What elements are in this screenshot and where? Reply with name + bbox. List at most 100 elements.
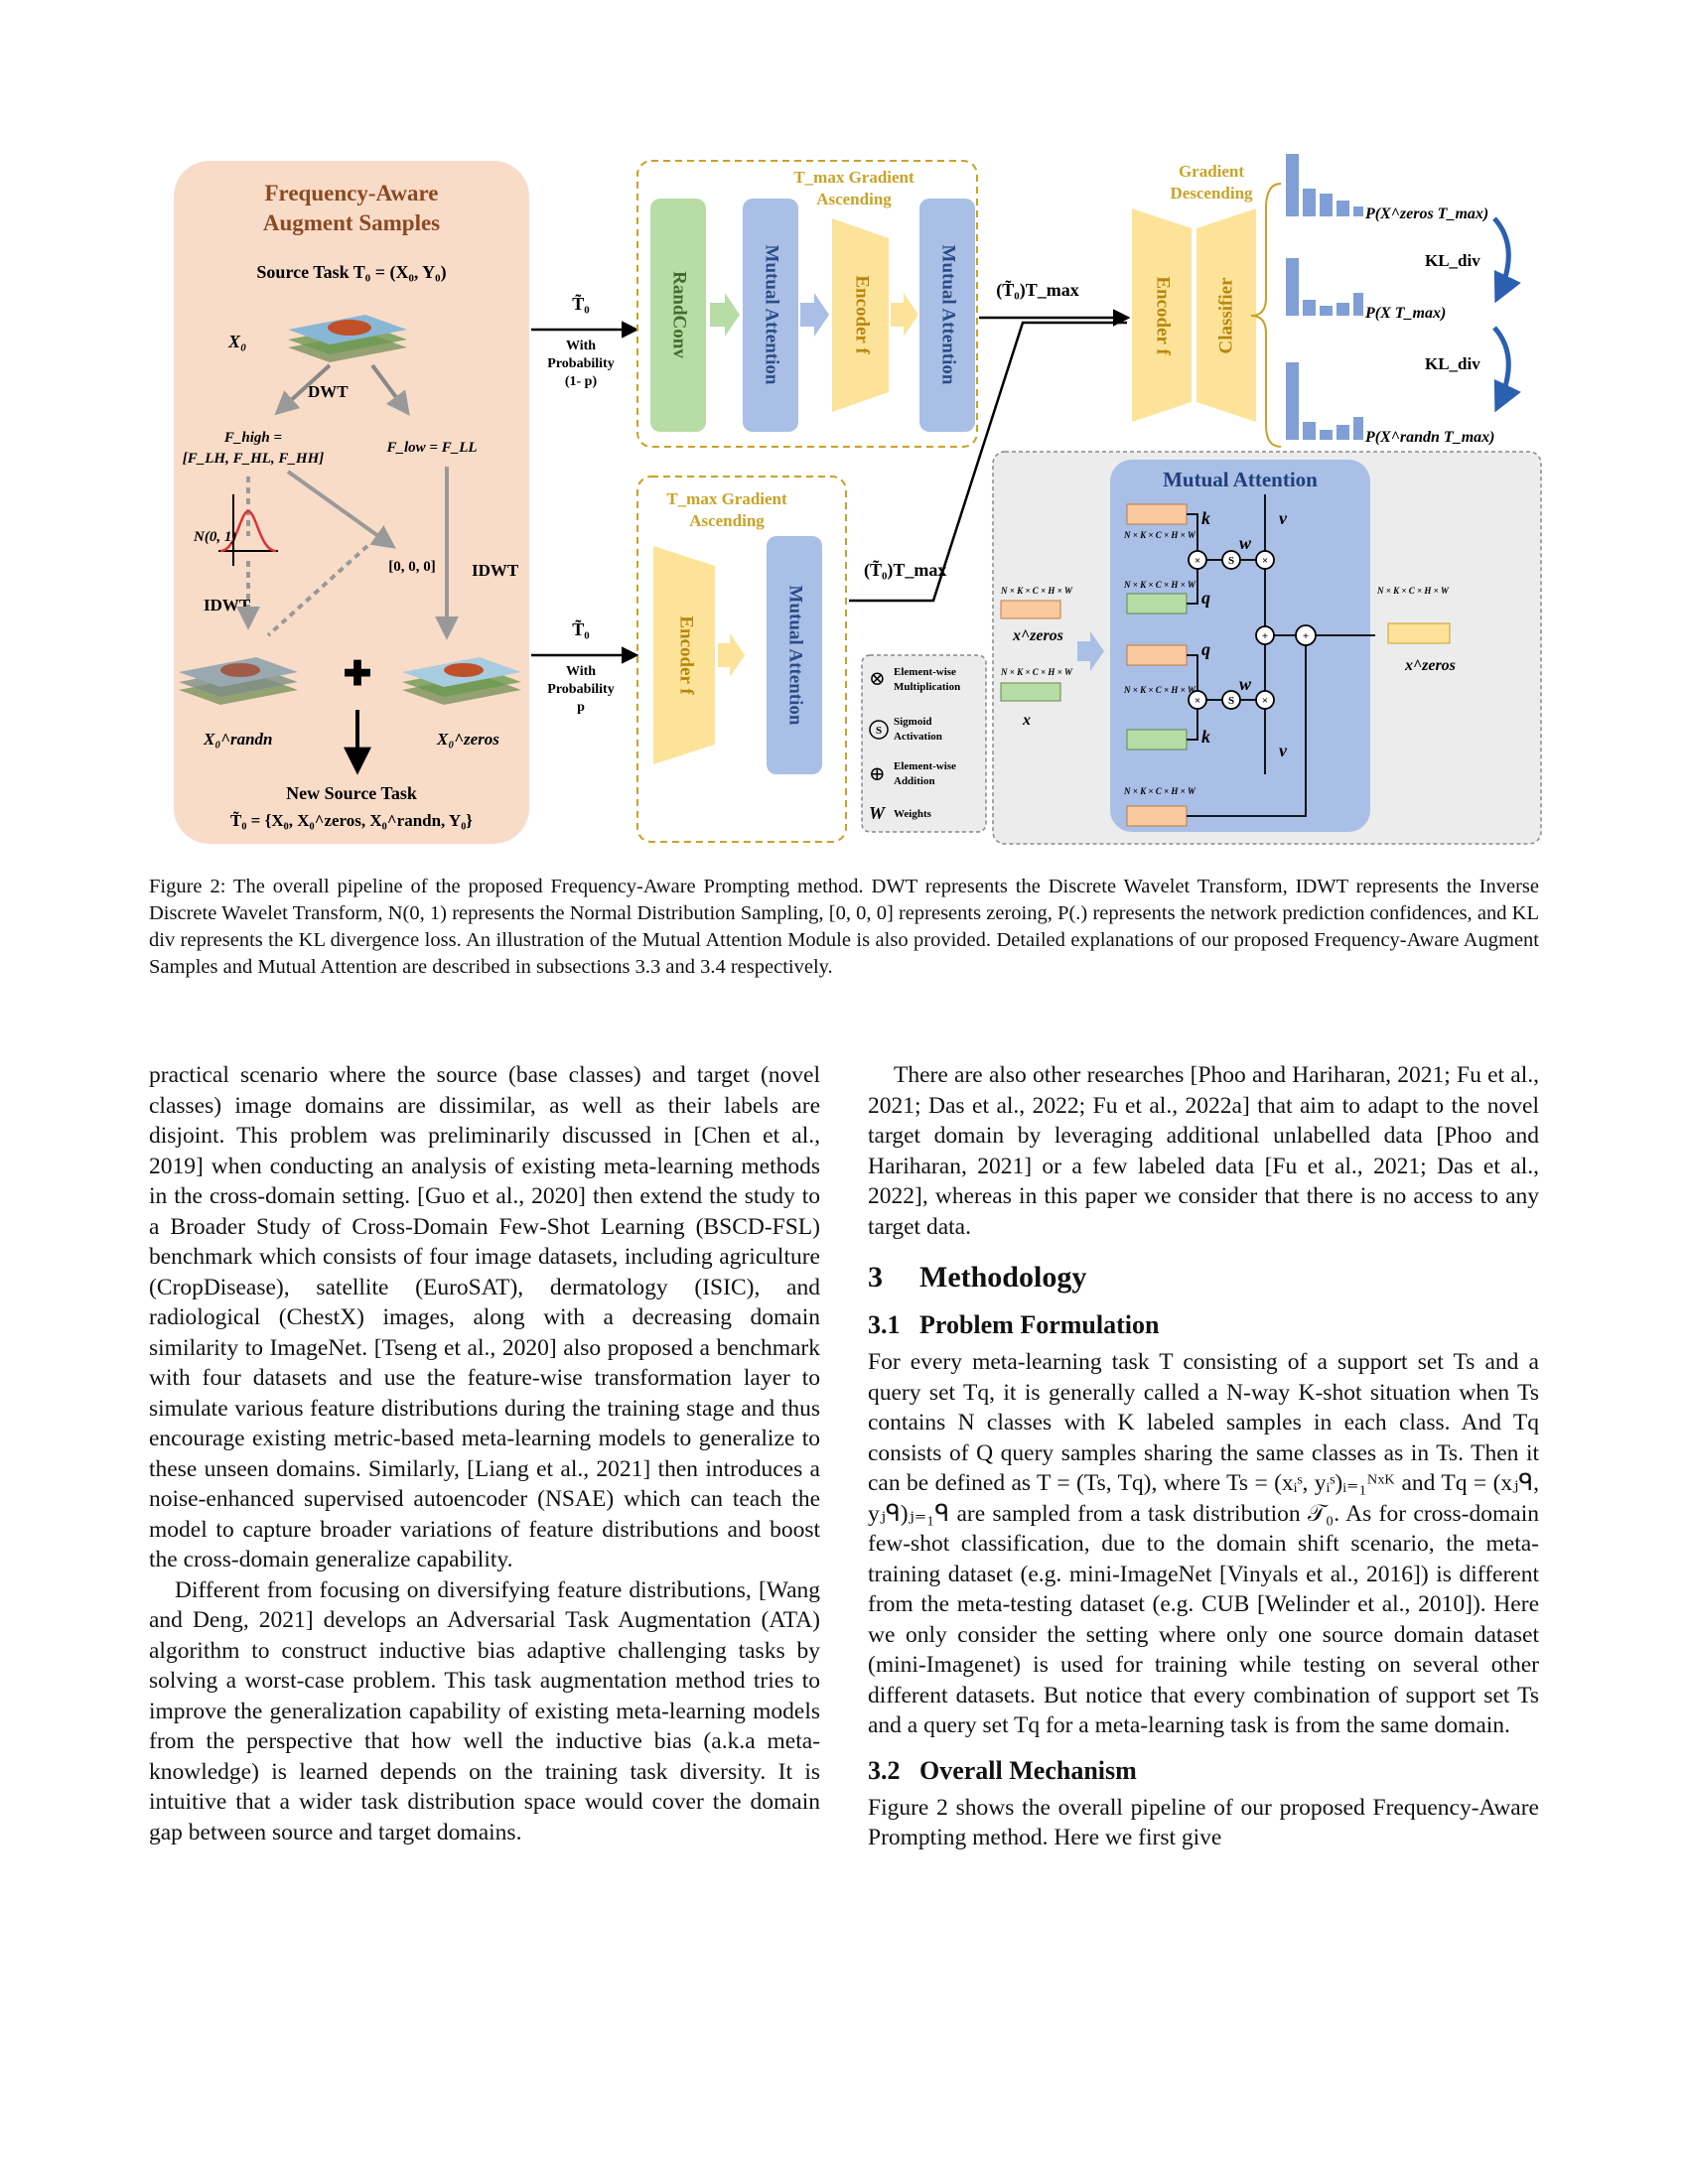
svg-text:×: × <box>1195 555 1200 567</box>
x-input-block <box>1000 682 1061 702</box>
tmax-top-box <box>636 160 978 448</box>
left-paragraph-2: Different from focusing on diversifying … <box>149 1576 820 1845</box>
output-label: x^zeros <box>1404 657 1456 674</box>
classifier-label: Classifier <box>1215 277 1236 354</box>
mutual-attention-block-1 <box>743 199 798 432</box>
k2-block <box>1126 729 1188 751</box>
mutual-attention-label-3: Mutual Attention <box>785 586 806 726</box>
with-bottom: With <box>566 664 596 679</box>
legend-box <box>861 654 987 833</box>
tmax-top-1: T_max Gradient <box>793 168 914 187</box>
svg-text:×: × <box>1262 555 1268 567</box>
k-label: k <box>1201 508 1210 528</box>
dwt-label: DWT <box>308 382 349 401</box>
f-low-label: F_low = F_LL <box>385 440 477 456</box>
legend-w: Weights <box>894 808 932 820</box>
with-top: With <box>566 339 596 353</box>
right-paragraph-1: There are also other researches [Phoo an… <box>868 1062 1539 1240</box>
zeroing-label: [0, 0, 0] <box>388 559 436 575</box>
right-column: There are also other researches [Phoo an… <box>868 1060 1539 1853</box>
f-high-label-1: F_high = <box>223 430 282 446</box>
probability-top: Probability <box>547 356 614 371</box>
mutual-attention-block-3 <box>767 536 822 774</box>
pipeline-diagram: Frequency-Aware Augment Samples Source T… <box>174 154 1542 845</box>
mutual-attention-label-2: Mutual Attention <box>938 245 959 385</box>
dim-q: N × K × C × H × W <box>1123 580 1196 590</box>
dim-k: N × K × C × H × W <box>1123 530 1196 540</box>
kl-div-label-1: KL_div <box>1425 251 1480 270</box>
plus-icon: ✚ <box>344 656 372 693</box>
new-source-label-2: T̃₀ = {X₀, X₀^zeros, X₀^randn, Y₀} <box>230 810 473 830</box>
legend-sig-2: Activation <box>894 731 942 743</box>
svg-text:S: S <box>876 725 882 737</box>
q2-label: q <box>1201 639 1210 659</box>
legend-add-1: Element-wise <box>894 760 956 772</box>
x0-randn-label: X₀^randn <box>203 730 272 749</box>
left-paragraph-1: practical scenario where the source (bas… <box>149 1062 820 1572</box>
normal-label: N(0, 1) <box>193 529 236 545</box>
v2-label: v <box>1279 741 1288 760</box>
idwt-label-left: IDWT <box>204 596 251 614</box>
legend-sig-1: Sigmoid <box>894 716 932 728</box>
grad-desc-1: Gradient <box>1179 162 1244 181</box>
idwt-label-right: IDWT <box>472 561 519 580</box>
k-block <box>1126 503 1188 525</box>
xzeros-input-block <box>1000 600 1061 619</box>
svg-text:+: + <box>1262 630 1268 642</box>
randconv-label: RandConv <box>669 271 690 358</box>
q-label: q <box>1201 588 1210 608</box>
encoder-label-2: Encoder f <box>676 615 697 695</box>
svg-text:S: S <box>1228 555 1234 567</box>
zeros-image-stack <box>402 657 521 705</box>
svg-text:×: × <box>1262 695 1268 707</box>
tmax-bottom-box <box>636 476 847 843</box>
right-paragraph-3: Figure 2 shows the overall pipeline of o… <box>868 1794 1539 1851</box>
dim-output: N × K × C × H × W <box>1376 586 1450 596</box>
t0-tilde-bottom: T̃₀ <box>572 619 589 639</box>
encoder-label-1: Encoder f <box>852 275 873 354</box>
histogram-randn <box>1286 362 1363 440</box>
f-high-label-2: [F_LH, F_HL, F_HH] <box>183 451 325 467</box>
encoder-block-2 <box>653 546 715 764</box>
histogram-zeros <box>1286 154 1363 216</box>
classifier-block <box>1196 208 1256 422</box>
one-minus-p: (1- p) <box>565 374 598 389</box>
dim-xzeros: N × K × C × H × W <box>1000 586 1073 596</box>
legend-mult-2: Multiplication <box>894 681 960 693</box>
source-task-label: Source Task T₀ = (X₀, Y₀) <box>256 262 446 283</box>
svg-text:×: × <box>1195 695 1200 707</box>
svg-text:S: S <box>1228 695 1234 707</box>
k2-label: k <box>1201 727 1210 747</box>
v2-block <box>1126 805 1188 827</box>
legend-add-2: Addition <box>894 775 935 787</box>
q2-block <box>1126 644 1188 666</box>
new-source-label-1: New Source Task <box>286 783 417 803</box>
t0-tmax-top: (T̃₀)T_max <box>996 280 1078 301</box>
add-icon: ⊕ <box>869 763 886 785</box>
encoder-label-3: Encoder f <box>1153 276 1174 355</box>
mutual-attention-label-1: Mutual Attention <box>762 245 782 385</box>
mult-icon: ⊗ <box>869 668 886 690</box>
source-image-stack <box>288 315 407 362</box>
faas-title-1: Frequency-Aware <box>264 181 438 205</box>
right-paragraph-2: For every meta-learning task T consistin… <box>868 1349 1539 1738</box>
x0-label: X₀ <box>227 332 246 351</box>
histogram-tmax <box>1286 258 1363 316</box>
ma-operators <box>1188 550 1317 710</box>
pipeline-figure: Frequency-Aware Augment Samples Source T… <box>159 149 1549 854</box>
t0-tilde-top: T̃₀ <box>572 294 589 314</box>
dim-x: N × K × C × H × W <box>1000 667 1073 677</box>
tmax-bottom-1: T_max Gradient <box>666 489 787 508</box>
kl-div-label-2: KL_div <box>1425 354 1480 373</box>
normal-distribution-icon <box>218 494 278 566</box>
dim-q2: N × K × C × H × W <box>1123 685 1196 695</box>
randn-image-stack <box>179 657 298 705</box>
faas-title-2: Augment Samples <box>263 210 440 235</box>
randconv-block <box>650 199 706 432</box>
xzeros-input-label: x^zeros <box>1012 627 1063 644</box>
p-label: p <box>577 700 585 715</box>
q-block <box>1126 593 1188 614</box>
weights-icon: W <box>869 803 887 823</box>
